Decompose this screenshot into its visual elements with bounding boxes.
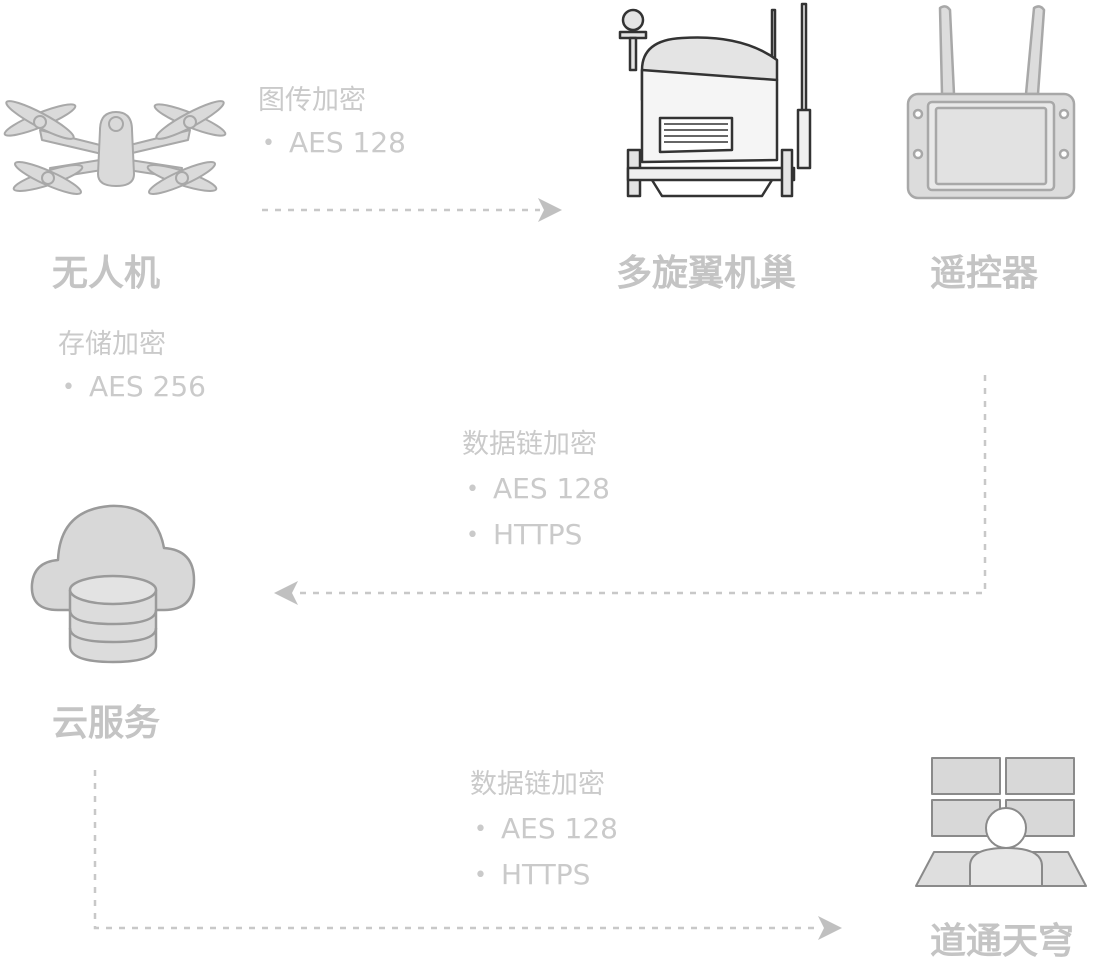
image-transmission-encryption-item: AES 128 [262, 126, 406, 159]
remote-controller-icon [906, 5, 1076, 200]
arrow-cloud-to-platform [93, 770, 820, 930]
node-label-dock: 多旋翼机巢 [616, 253, 797, 294]
dock-icon [618, 2, 812, 198]
node-label-cloud: 云服务 [52, 703, 161, 744]
arrow-controller-to-cloud [296, 375, 987, 595]
drone-icon [3, 100, 227, 195]
datalink-encryption-item: HTTPS [474, 858, 590, 891]
arrowhead-right-icon [818, 916, 842, 940]
command-center-icon [915, 757, 1087, 887]
datalink-encryption-title: 数据链加密 [470, 769, 605, 800]
storage-encryption-item: AES 256 [62, 370, 206, 403]
datalink-encryption-item: AES 128 [466, 472, 610, 505]
node-label-drone: 无人机 [52, 253, 161, 294]
arrowhead-left-icon [274, 581, 298, 605]
cloud-database-icon [30, 504, 196, 664]
storage-encryption-title: 存储加密 [58, 329, 166, 360]
node-label-controller: 遥控器 [930, 253, 1039, 294]
node-label-platform: 道通天穹 [930, 921, 1075, 962]
image-transmission-encryption-title: 图传加密 [258, 85, 366, 116]
datalink-encryption-item: AES 128 [474, 812, 618, 845]
datalink-encryption-item: HTTPS [466, 518, 582, 551]
datalink-encryption-title: 数据链加密 [462, 429, 597, 460]
arrowhead-right-icon [538, 198, 562, 222]
